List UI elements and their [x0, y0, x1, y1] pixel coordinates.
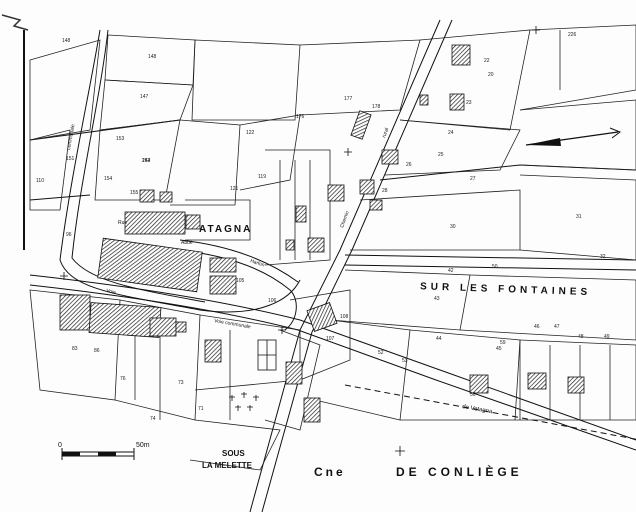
parcel-label: 148 — [148, 54, 157, 60]
parcel-numbers: 148 148 147 153 152 154 155 151 110 244 … — [36, 32, 610, 422]
parcel-label: 154 — [104, 176, 113, 182]
parcel-label: 155 — [130, 190, 139, 196]
parcel-label: 110 — [36, 178, 44, 184]
boundary-markers — [60, 26, 540, 456]
parcel-label: 226 — [568, 32, 577, 38]
parcel-label: 106 — [268, 298, 277, 304]
parcel-label: 153 — [116, 136, 125, 142]
parcel-label: 96 — [66, 232, 72, 238]
parcel-label: 73 — [178, 380, 184, 386]
parcel-label: 178 — [372, 104, 381, 110]
buildings — [59, 44, 585, 423]
road-label-vetagna: de Vetagna — [462, 404, 494, 415]
parcel-label: 107 — [326, 336, 335, 342]
parcel-label: 105 — [236, 278, 245, 284]
road-label-abbe: Abbé — [181, 240, 193, 246]
parcel-label: 31 — [576, 214, 582, 220]
locality-sur-les-fontaines: SUR LES FONTAINES — [420, 281, 591, 298]
parcel-label: 177 — [344, 96, 353, 102]
parcel-label: 121 — [230, 186, 239, 192]
locality-la-melette: LA MELETTE — [202, 461, 253, 470]
scale-end-label: 50m — [136, 442, 150, 449]
parcel-label: 52 — [378, 350, 384, 356]
parcel-label: 47 — [554, 324, 560, 330]
north-arrow — [525, 127, 622, 146]
parcel-label: 30 — [450, 224, 456, 230]
parcel-label: 244 — [142, 158, 151, 164]
hamlet-name: ATAGNA — [199, 224, 252, 235]
parcel-label: 28 — [382, 188, 388, 194]
parcel-label: 26 — [406, 162, 412, 168]
parcel-label: 148 — [62, 38, 71, 44]
road-label-rural: rural — [381, 127, 390, 138]
parcel-label: 22 — [484, 58, 490, 64]
parcel-label: 119 — [258, 174, 266, 180]
road-label-rue: Rue — [118, 220, 127, 226]
parcel-label: 74 — [150, 416, 156, 422]
parcel-label: 24 — [448, 130, 454, 136]
scale-bar: 0 50m — [58, 442, 150, 460]
cemetery-crosses — [229, 392, 259, 411]
parcel-label: 176 — [296, 114, 305, 120]
parcel-label: 56 — [470, 392, 476, 398]
parcel-label: 42 — [448, 268, 454, 274]
parcel-label: 76 — [120, 376, 126, 382]
parcel-label: 108 — [340, 314, 349, 320]
road-label-communale: communale — [66, 124, 76, 151]
parcel-label: 46 — [534, 324, 540, 330]
parcel-label: 152 — [142, 158, 151, 164]
parcel-label: 49 — [604, 334, 610, 340]
chapel-symbol — [257, 339, 277, 371]
parcel-label: 147 — [140, 94, 149, 100]
parcel-label: 50 — [492, 264, 498, 270]
road-label-harlon: Harlon — [249, 258, 265, 268]
commune-prefix: Cne — [314, 465, 346, 479]
parcel-label: 151 — [66, 156, 75, 162]
road-label-voie: Voie — [106, 288, 117, 296]
parcel-label: 20 — [488, 72, 494, 78]
parcel-label: 122 — [246, 130, 255, 136]
commune-name: DE CONLIÈGE — [396, 464, 523, 479]
locality-sous: SOUS — [222, 449, 245, 458]
parcel-label: 43 — [434, 296, 440, 302]
parcel-label: 59 — [500, 340, 506, 346]
parcel-label: 71 — [198, 406, 204, 412]
torn-corner-mark — [1, 14, 29, 31]
parcel-label: 53 — [402, 358, 408, 364]
parcel-label: 48 — [578, 334, 584, 340]
parcel-label: 32 — [600, 254, 606, 260]
parcel-label: 86 — [94, 348, 100, 354]
parcel-label: 83 — [72, 346, 78, 352]
parcel-label: 44 — [436, 336, 442, 342]
scale-start-label: 0 — [58, 442, 62, 449]
parcel-label: 27 — [470, 176, 476, 182]
road-label-chemin: Chemin — [339, 210, 351, 228]
vetagna-track — [344, 384, 636, 440]
parcel-label: 25 — [438, 152, 444, 158]
parcel-label: 23 — [466, 100, 472, 106]
parcel-boundaries — [29, 24, 636, 471]
parcel-label: 45 — [496, 346, 502, 352]
